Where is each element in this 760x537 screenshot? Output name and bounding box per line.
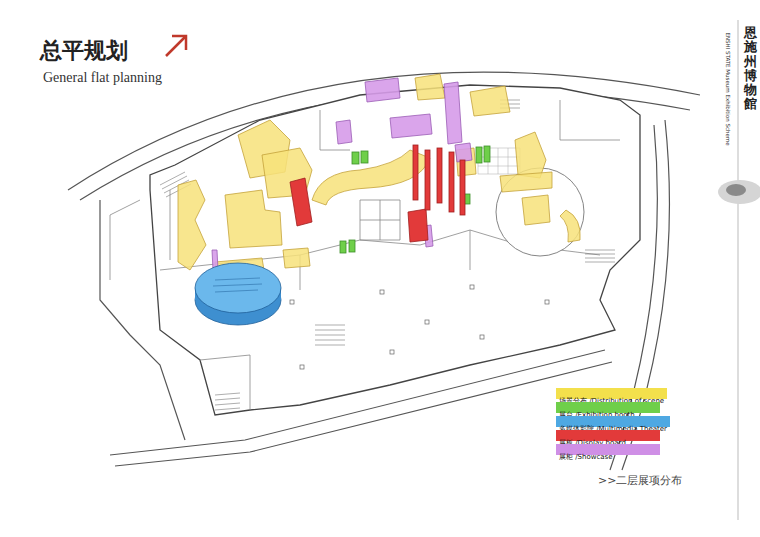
legend-swatch: 场景分布 /Distribution of scene [556,388,667,399]
scheme-name: ENSHI STATE Museum Exhibition Scheme [725,29,731,149]
subtitle: General flat planning [43,70,162,86]
legend-swatch: 展柜 /Showcase [556,444,660,455]
legend-swatch: 展板 /Display board [556,430,660,441]
legend-swatch: 多媒体影院 /Multimedia Theater [556,416,670,427]
title-arrow [166,36,186,56]
theater [195,263,281,325]
legend-text: 展柜 /Showcase [559,453,613,461]
caption: >>二层展项分布 [598,473,682,488]
legend-swatch: 展台 /Exhibition booth [556,402,660,413]
museum-name: 恩施州博物館 [744,26,757,112]
page-title: 总平规划 [40,36,128,66]
